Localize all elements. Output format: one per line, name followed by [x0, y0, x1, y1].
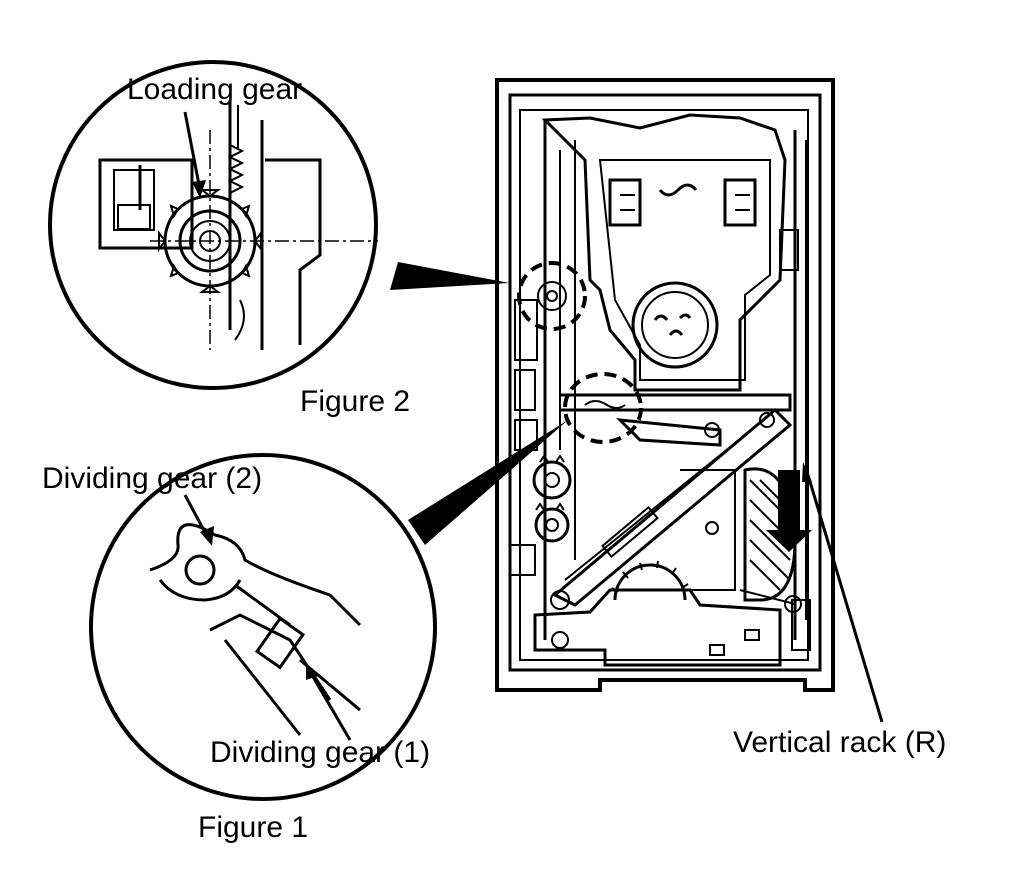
dividing-gear-1-label: Dividing gear (1): [210, 736, 430, 769]
figure-1-detail: [89, 420, 568, 801]
figure-2-callout-wedge: [390, 262, 510, 290]
figure-2-detail: [48, 60, 510, 390]
vertical-rack-label: Vertical rack (R): [733, 726, 946, 759]
figure-1-callout-wedge: [408, 420, 568, 545]
figure-2-label: Figure 2: [300, 385, 410, 418]
figure-1-label: Figure 1: [198, 811, 308, 844]
loading-gear-label: Loading gear: [127, 73, 302, 106]
mechanism-chassis: [495, 78, 884, 723]
dividing-gear-2-label: Dividing gear (2): [42, 462, 262, 495]
down-arrow-icon: [766, 470, 812, 552]
